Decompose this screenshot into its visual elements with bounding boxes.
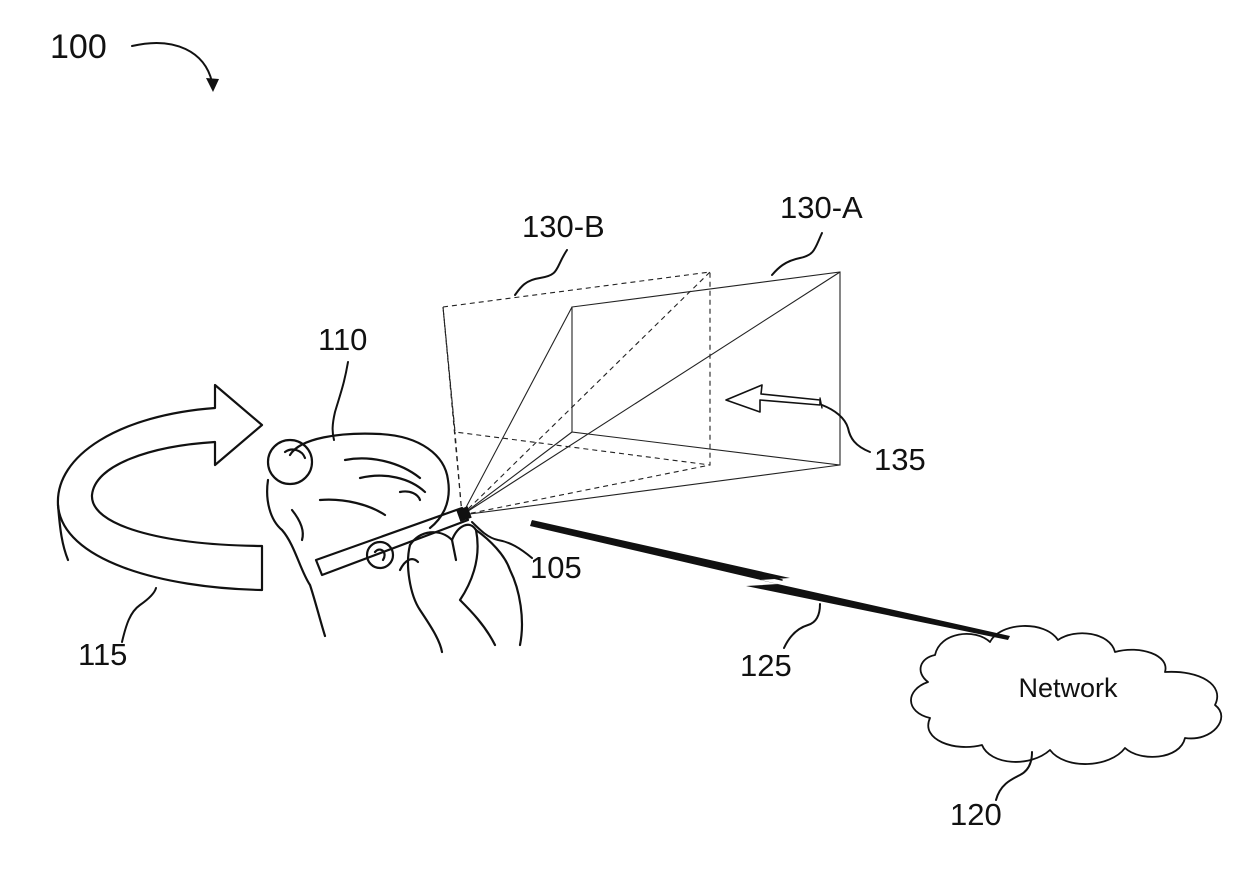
ear [365,540,395,570]
label-130-a-text: 130-A [780,190,863,225]
label-130-b-text: 130-B [522,209,605,244]
label-105-text: 105 [530,550,582,585]
figure-ref-arrowhead [206,78,219,92]
label-110-text: 110 [318,322,367,357]
rotation-arrow [56,383,264,592]
network-text: Network [1018,673,1118,703]
label-130-b: 130-B [514,209,605,296]
projector-device [314,506,470,577]
motion-arrow [725,384,823,413]
label-105: 105 [471,521,582,585]
label-115: 115 [78,587,157,672]
projection-volume-b [442,271,711,516]
label-110: 110 [318,322,367,441]
user-figure [266,432,524,654]
label-135-text: 135 [874,442,926,477]
figure-reference: 100 [50,28,219,92]
figure-ref-arrow [131,42,213,83]
label-125: 125 [740,603,821,683]
label-120: 120 [950,751,1033,832]
label-130-a: 130-A [771,190,863,276]
label-120-text: 120 [950,797,1002,832]
label-115-text: 115 [78,637,127,672]
wireless-link [530,520,1010,640]
projector-lens [456,506,472,522]
network-cloud: Network [910,625,1223,765]
figure-ref-label: 100 [50,28,107,66]
hair-bun [266,438,314,486]
projection-volume-a [461,271,841,516]
label-135: 135 [821,404,926,477]
label-125-text: 125 [740,648,792,683]
